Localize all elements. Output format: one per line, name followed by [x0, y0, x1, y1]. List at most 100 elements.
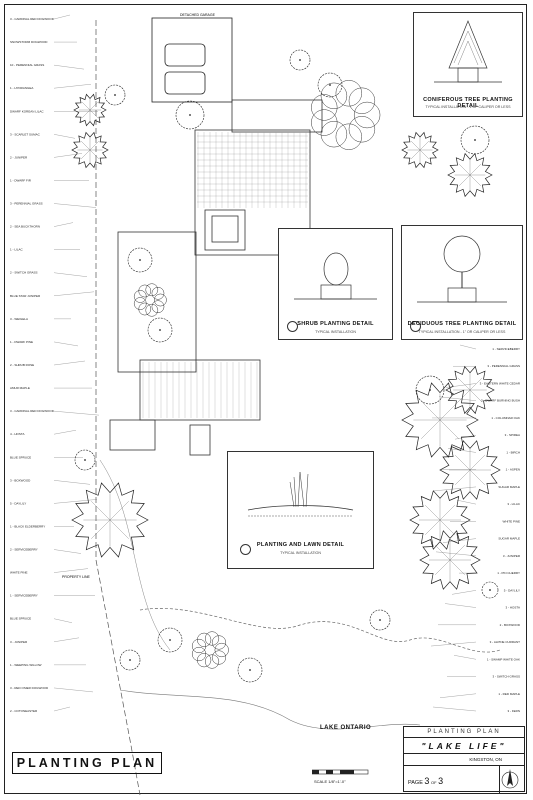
shrub-mass-symbol	[133, 297, 147, 310]
leader-line	[444, 603, 477, 608]
deciduous-tree-symbol	[147, 317, 173, 343]
conifer-tree-symbol	[447, 152, 493, 198]
shrub-mass-symbol	[348, 116, 376, 143]
shrub-mass-symbol	[138, 302, 152, 316]
plant-label: 1 - HYDRANGEA	[10, 86, 33, 90]
page-number: 3	[424, 776, 430, 786]
leader-line	[445, 383, 477, 388]
plant-label: DWARF KOREAN LILAC	[10, 109, 44, 113]
plant-label: 1 - RED MAPLE	[498, 692, 520, 696]
sheet-border	[4, 4, 527, 794]
leader-line	[53, 430, 77, 435]
shrub-mass-symbol	[335, 80, 363, 107]
plant-label: 3 - SCARLET SUMAC	[10, 132, 41, 136]
deciduous-tree-symbol	[119, 649, 141, 671]
conifer-tree-symbol	[409, 490, 471, 550]
shrub-mass-symbol	[197, 632, 212, 647]
leader-line	[53, 134, 76, 139]
project-name: "LAKE LIFE"	[404, 738, 524, 754]
shrub-mass-symbol	[191, 638, 207, 654]
plant-label: 3 - JUNIPER	[503, 554, 521, 558]
detail-marker-icon	[287, 321, 298, 332]
leader-line	[53, 637, 80, 642]
plant-label: 3 - FERN	[507, 709, 520, 713]
leader-line	[53, 291, 95, 296]
plant-label: 2 - SWITCH GRASS	[10, 271, 38, 275]
conifer-tree-symbol	[73, 93, 107, 127]
deciduous-tree-symbol	[481, 581, 499, 599]
shrub-mass-symbol	[211, 650, 227, 665]
plant-label: 1 - BIRCH	[506, 450, 520, 454]
project-location: KINGSTON, ON	[404, 754, 524, 766]
plant-label: 2 - SERVICEBERRY	[10, 548, 38, 552]
shrub-mass-symbol	[197, 653, 212, 668]
conifer-tree-symbol	[401, 382, 479, 458]
leader-line	[53, 618, 73, 623]
leader-line	[53, 410, 100, 416]
page-info: PAGE 3 OF 3	[404, 766, 524, 793]
deciduous-tree-symbol	[127, 247, 153, 273]
house-footprint	[194, 99, 323, 256]
deciduous-tree-symbol	[74, 449, 96, 471]
shrub-mass-symbol	[204, 631, 220, 646]
shrub-planting-detail: SHRUB PLANTING DETAIL TYPICAL INSTALLATI…	[278, 228, 393, 340]
leader-line	[453, 655, 477, 660]
shrub-mass-symbol	[145, 283, 159, 297]
detached-garage	[151, 17, 233, 103]
deciduous-tree-symbol	[369, 609, 391, 631]
property-line-label: PROPERTY LINE	[62, 575, 91, 579]
plant-label: BLUE SPRUCE	[10, 617, 31, 621]
shrub-mass-symbol	[311, 109, 338, 136]
conifer-tree-symbol	[71, 482, 149, 558]
north-arrow-icon	[499, 766, 520, 793]
plant-label: 4 - HOSTA	[10, 432, 24, 436]
lake-label: LAKE ONTARIO	[320, 725, 372, 731]
conifer-tree-symbol	[401, 131, 439, 169]
plant-label: 3 - HOSTA	[506, 606, 520, 610]
leader-line	[53, 499, 98, 504]
detail-subtitle: TYPICAL INSTALLATION - 1" OR CALIPER OR …	[418, 330, 506, 334]
planting-lawn-detail: PLANTING AND LAWN DETAIL TYPICAL INSTALL…	[227, 451, 374, 569]
detail-title: SHRUB PLANTING DETAIL	[297, 321, 374, 327]
leader-line	[53, 549, 82, 554]
plant-label: 3 - CARDINAL RED DOGWOOD	[10, 17, 55, 21]
shrub-mass-symbol	[311, 94, 338, 121]
leader-line	[53, 272, 88, 277]
shrub-mass-symbol	[204, 654, 220, 669]
plant-label: 1 - DWARF FIR	[10, 178, 32, 182]
leader-line	[53, 222, 74, 227]
leader-line	[53, 568, 89, 573]
plant-label: 3 - SPIREA	[505, 433, 520, 437]
plant-label: SNOWSTORM DOGWOOD	[10, 40, 48, 44]
property-line	[95, 20, 141, 796]
shrub-mass-symbol	[151, 300, 165, 314]
shrub-mass-symbol	[133, 290, 147, 303]
leader-line	[53, 203, 97, 208]
deciduous-tree-symbol	[104, 84, 126, 106]
leader-line	[53, 153, 83, 158]
shrub-mass-symbol	[353, 101, 381, 129]
leader-line	[456, 499, 477, 505]
plant-label: 3 - DWARF BURNING BUSH	[481, 399, 520, 403]
plant-label: BLUE STAR JUNIPER	[10, 294, 41, 298]
detail-title: PLANTING AND LAWN DETAIL	[256, 542, 345, 548]
leader-line	[53, 706, 71, 712]
leader-line	[53, 14, 71, 20]
leader-line	[53, 480, 91, 485]
deciduous-tree-symbol	[415, 375, 445, 405]
plant-label: 1 - SERVICEBERRY	[10, 594, 38, 598]
page-total: 3	[438, 776, 444, 786]
leader-line	[53, 687, 94, 693]
shrub-mass-symbol	[151, 286, 165, 300]
plant-label: 3 - PERENNIAL GRASS	[487, 364, 520, 368]
page-word: PAGE	[408, 780, 423, 786]
shrub-mass-symbol	[320, 82, 348, 110]
title-block: PLANTING PLAN "LAKE LIFE" KINGSTON, ON P…	[403, 726, 525, 793]
sheet-title: PLANTING PLAN	[12, 752, 162, 774]
shrub-mass-symbol	[320, 120, 348, 148]
shoreline-path	[139, 608, 501, 653]
detail-marker-icon	[240, 544, 251, 555]
deciduous-tree-symbol	[157, 627, 183, 653]
